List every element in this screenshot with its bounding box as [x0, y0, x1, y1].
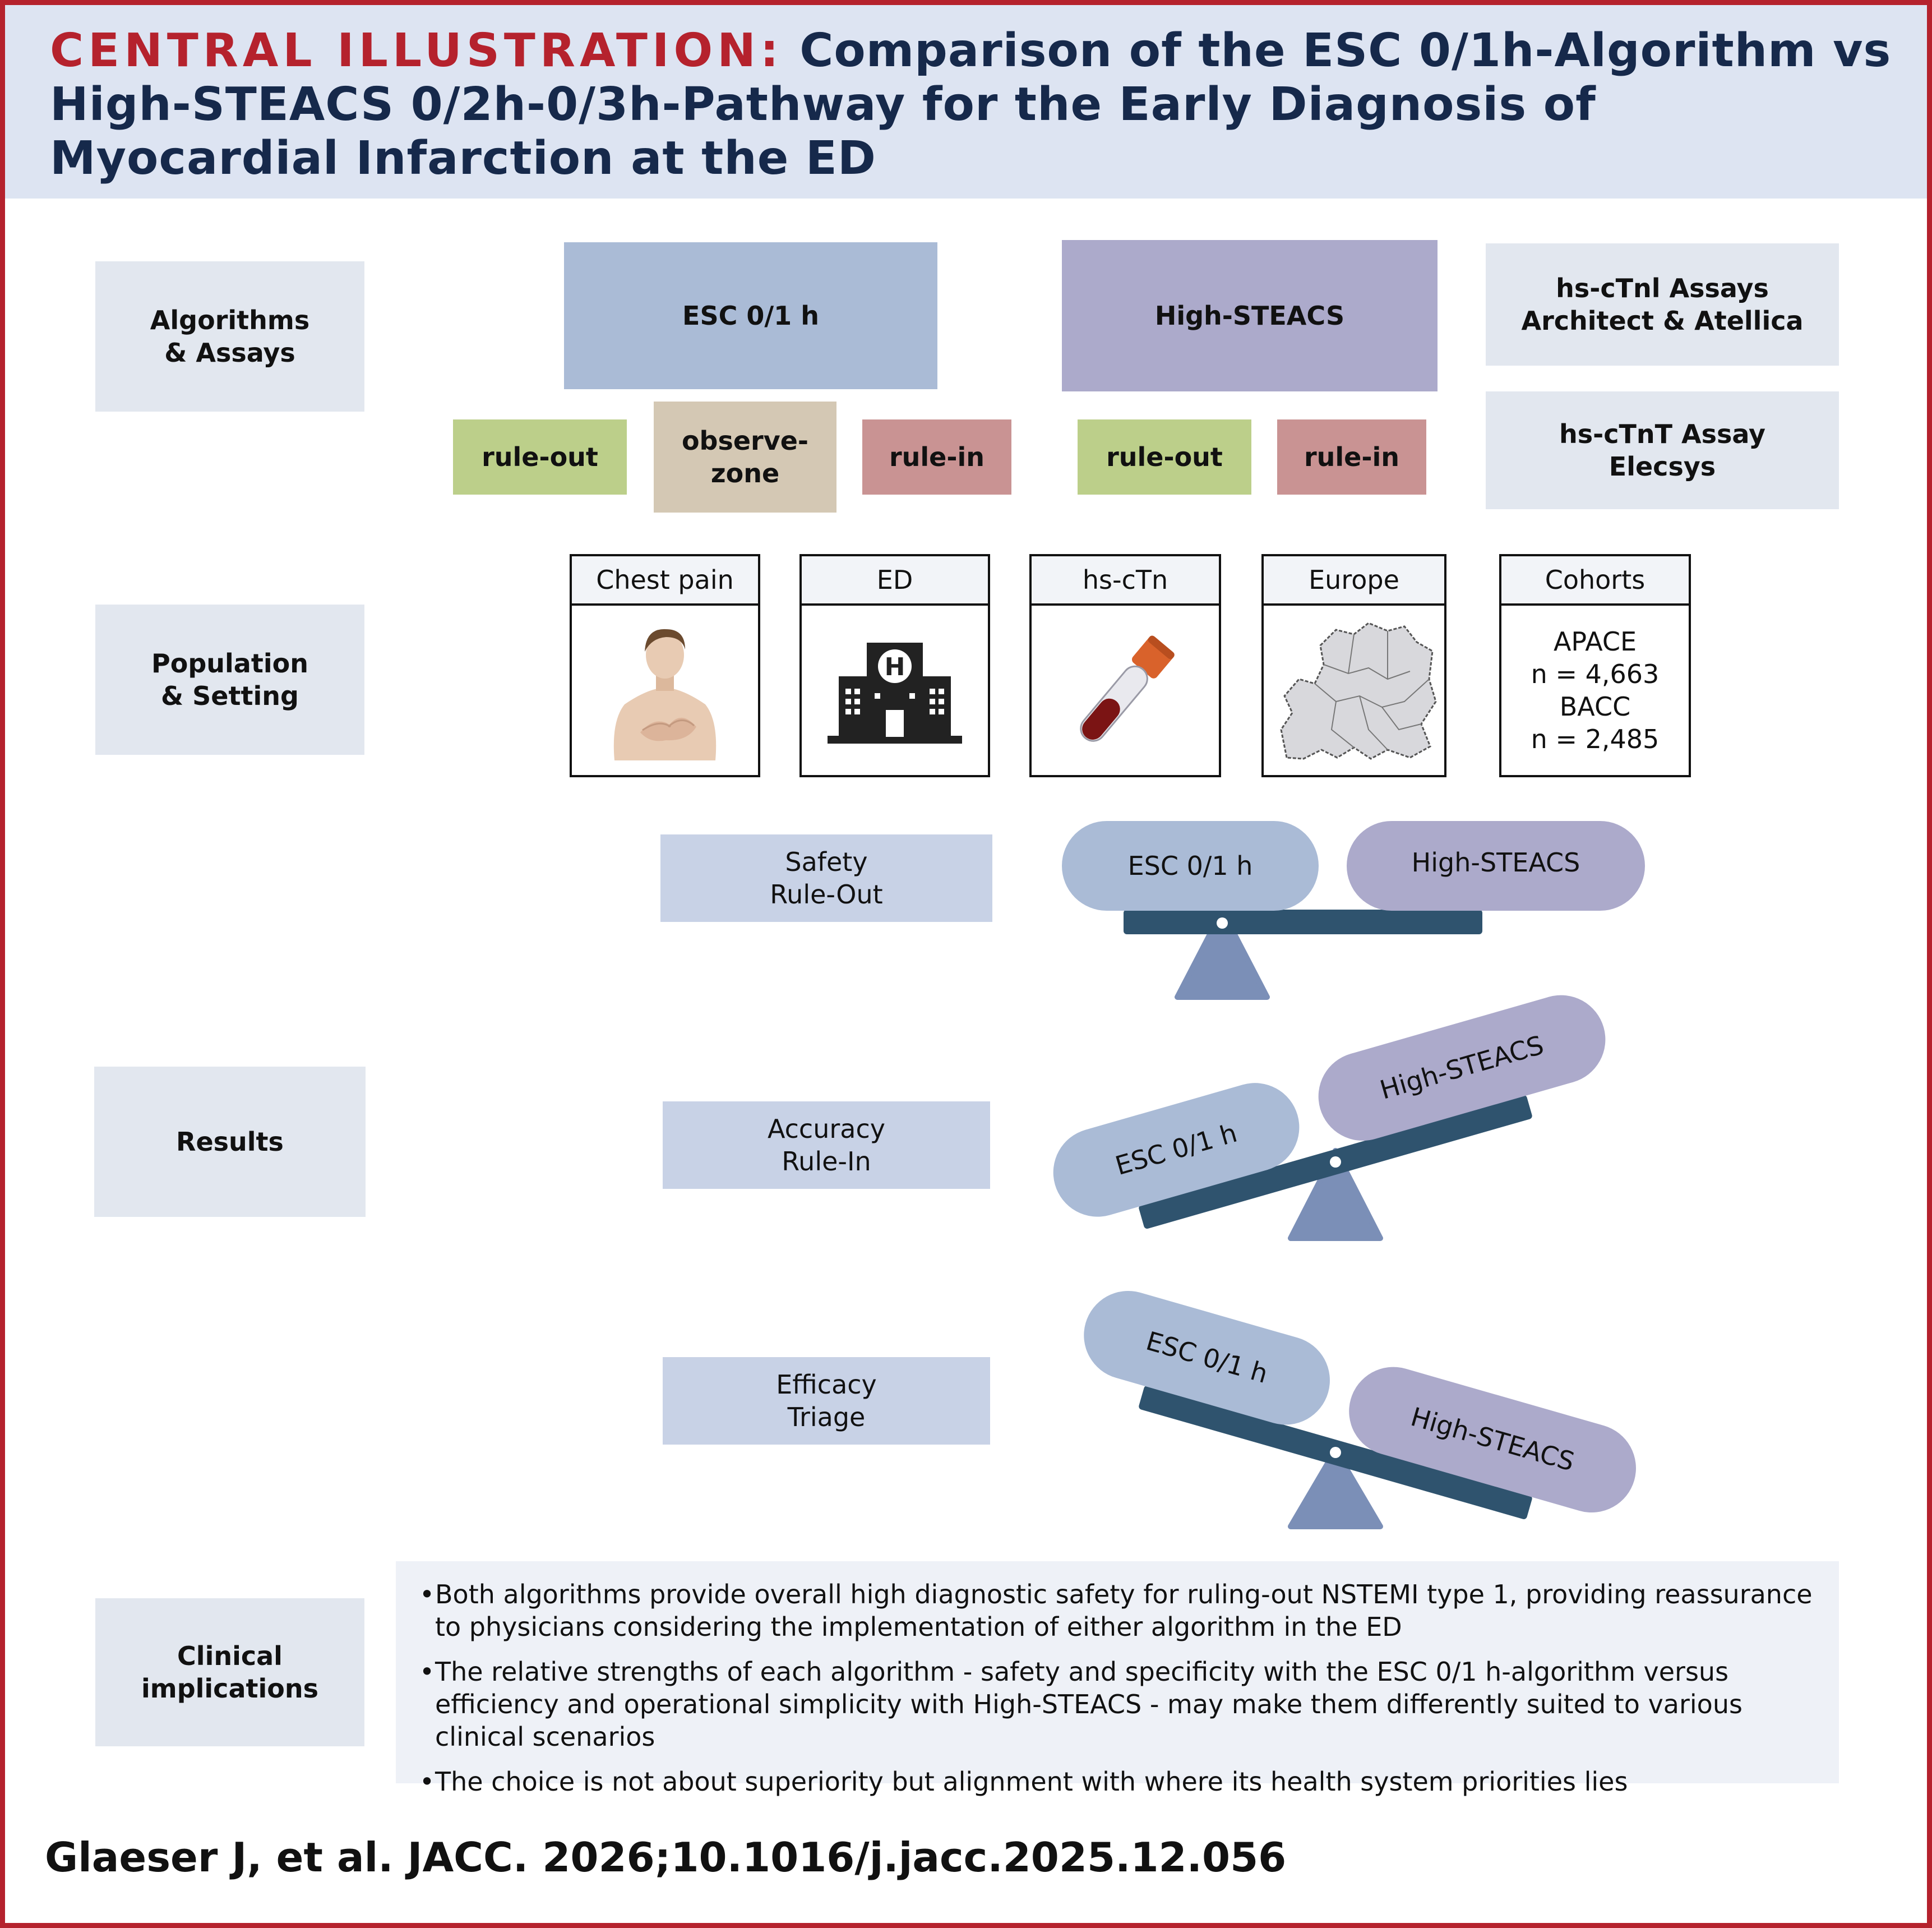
esc-rule-in-zone: rule-in	[862, 419, 1011, 495]
section-label-clinical: Clinical implications	[95, 1598, 364, 1746]
page-title: CENTRAL ILLUSTRATION: Comparison of the …	[50, 24, 1900, 186]
balance-scale-accuracy: ESC 0/1 h High-STEACS	[1053, 995, 1606, 1241]
card-title: Europe	[1264, 556, 1444, 606]
section-label-population: Population & Setting	[95, 605, 364, 755]
card-title: Cohorts	[1501, 556, 1689, 606]
blood-tube-icon	[1080, 635, 1175, 742]
header-banner: CENTRAL ILLUSTRATION: Comparison of the …	[5, 5, 1927, 199]
title-text: Comparison of the ESC 0/1h-Algorithm vs …	[50, 24, 1892, 185]
clinical-implications-panel: Both algorithms provide overall high dia…	[396, 1561, 1839, 1798]
cohort-list: APACE n = 4,663 BACC n = 2,485	[1531, 625, 1660, 755]
steacs-rule-in-zone: rule-in	[1277, 419, 1426, 495]
implication-bullet: The choice is not about superiority but …	[419, 1765, 1817, 1798]
result-label-accuracy: Accuracy Rule-In	[663, 1101, 990, 1189]
pill-esc: ESC 0/1 h	[1084, 1290, 1330, 1425]
steacs-rule-out-zone: rule-out	[1078, 419, 1251, 495]
card-title: ED	[802, 556, 988, 606]
pill-steacs: High-STEACS	[1347, 821, 1645, 911]
hospital-icon: H	[828, 643, 962, 744]
implication-bullet: The relative strengths of each algorithm…	[419, 1655, 1817, 1753]
pill-esc: ESC 0/1 h	[1053, 1083, 1300, 1217]
pill-esc-label: ESC 0/1 h	[1128, 851, 1253, 881]
scale-pivot	[1330, 1156, 1341, 1168]
pill-steacs-label: High-STEACS	[1412, 847, 1580, 878]
implication-bullet: Both algorithms provide overall high dia…	[419, 1578, 1817, 1643]
result-label-efficacy: Efficacy Triage	[663, 1357, 990, 1445]
population-card-chest-pain: Chest pain	[570, 554, 760, 777]
hs-ctni-assay-box: hs-cTnl Assays Architect & Atellica	[1486, 243, 1839, 366]
section-label-results: Results	[94, 1067, 366, 1217]
balance-scale-safety: ESC 0/1 h High-STEACS	[1062, 821, 1645, 1000]
scale-fulcrum	[1288, 1447, 1383, 1529]
pill-steacs: High-STEACS	[1318, 995, 1606, 1141]
title-kicker: CENTRAL ILLUSTRATION:	[50, 24, 783, 77]
pill-steacs: High-STEACS	[1349, 1367, 1636, 1513]
balance-scale-efficacy: ESC 0/1 h High-STEACS	[1084, 1290, 1636, 1529]
esc-observe-zone: observe- zone	[654, 402, 836, 513]
population-card-cohorts: Cohorts APACE n = 4,663 BACC n = 2,485	[1499, 554, 1691, 777]
section-label-algorithms: Algorithms & Assays	[95, 261, 364, 412]
population-card-europe: Europe	[1261, 554, 1446, 777]
europe-map-icon	[1280, 622, 1437, 760]
hs-ctnt-assay-box: hs-cTnT Assay Elecsys	[1486, 391, 1839, 509]
svg-text:H: H	[885, 653, 905, 681]
cohort-apace-name: APACE	[1553, 626, 1637, 657]
scale-fulcrum	[1288, 1148, 1383, 1241]
result-label-safety: Safety Rule-Out	[660, 834, 992, 922]
citation: Glaeser J, et al. JACC. 2026;10.1016/j.j…	[45, 1834, 1287, 1881]
pill-esc: ESC 0/1 h	[1062, 821, 1319, 911]
card-title: hs-cTn	[1032, 556, 1219, 606]
esc-rule-out-zone: rule-out	[453, 419, 627, 495]
cohort-bacc-name: BACC	[1559, 691, 1631, 722]
population-card-hs-ctn: hs-cTn	[1029, 554, 1221, 777]
card-title: Chest pain	[572, 556, 758, 606]
cohort-apace-n: n = 4,663	[1531, 659, 1660, 689]
esc-algorithm-box: ESC 0/1 h	[564, 242, 937, 389]
scale-pivot	[1217, 917, 1228, 929]
chest-pain-patient-icon	[613, 629, 717, 760]
scale-pivot	[1330, 1447, 1341, 1458]
cohort-bacc-n: n = 2,485	[1531, 724, 1660, 754]
scale-beam	[1124, 910, 1482, 934]
scale-fulcrum	[1175, 908, 1270, 1000]
high-steacs-box: High-STEACS	[1062, 240, 1438, 391]
population-card-ed: ED H	[799, 554, 990, 777]
